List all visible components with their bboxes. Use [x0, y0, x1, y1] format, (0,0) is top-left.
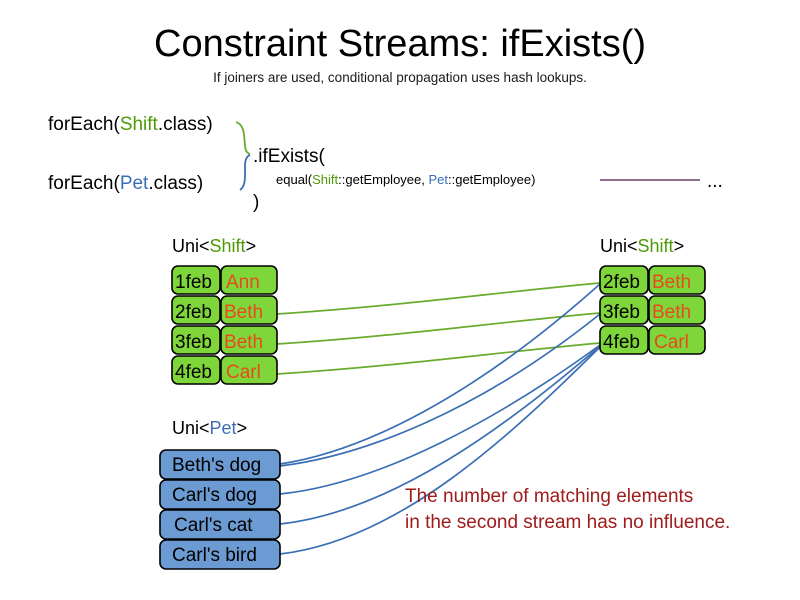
foreach-pet-prefix: forEach( — [48, 173, 120, 194]
left-shift-label-type: Shift — [210, 236, 246, 256]
foreach-pet-line: forEach(Pet.class) — [48, 173, 203, 194]
foreach-shift-prefix: forEach( — [48, 114, 120, 135]
pet-box[interactable] — [159, 539, 281, 570]
pet-label-type: Pet — [210, 418, 237, 438]
note-line-1: The number of matching elements — [405, 486, 693, 507]
row-date-text: 3feb — [175, 332, 212, 353]
note-line-2: in the second stream has no influence. — [405, 512, 730, 533]
link-blue-carlscat-4feb — [279, 345, 601, 525]
brace-green-arm — [235, 121, 251, 155]
joiner-prefix: equal( — [276, 172, 313, 187]
row-date-box[interactable] — [599, 295, 649, 325]
foreach-pet-suffix: .class) — [148, 173, 203, 194]
row-name-box[interactable] — [648, 265, 706, 295]
table-row[interactable]: 1feb Ann — [171, 265, 278, 295]
pet-table: Beth's dog Carl's dog Carl's cat Carl's … — [159, 449, 281, 570]
joiner-ellipsis: ... — [707, 171, 723, 192]
foreach-shift-suffix: .class) — [158, 114, 213, 135]
pet-name-text: Beth's dog — [172, 455, 261, 476]
link-green-4feb — [276, 342, 601, 375]
table-row[interactable]: 3feb Beth — [171, 325, 278, 355]
row-date-text: 4feb — [175, 362, 212, 383]
row-name-text: Ann — [226, 272, 260, 293]
row-date-text: 1feb — [175, 272, 212, 293]
ifexists-method: .ifExists( — [253, 146, 325, 167]
row-name-box[interactable] — [220, 265, 278, 295]
link-blue-carlsdog-4feb — [279, 344, 601, 495]
right-shift-label: Uni<Shift> — [600, 236, 684, 256]
pet-name-text: Carl's cat — [174, 515, 253, 536]
row-name-text: Beth — [224, 302, 263, 323]
link-blue-carlsbird-4feb — [279, 346, 601, 555]
joiner-mid: ::getEmployee, — [338, 172, 428, 187]
pet-label-suffix: > — [237, 418, 248, 438]
note-callout: The number of matching elements in the s… — [405, 486, 730, 533]
pet-label: Uni<Pet> — [172, 418, 247, 438]
foreach-shift-type: Shift — [120, 114, 159, 135]
page-subtitle: If joiners are used, conditional propaga… — [213, 70, 587, 85]
row-date-text: 4feb — [603, 332, 640, 353]
row-name-box[interactable] — [220, 355, 278, 385]
pet-box[interactable] — [159, 449, 281, 480]
foreach-shift-line: forEach(Shift.class) — [48, 114, 213, 135]
joiner-suffix: ::getEmployee) — [448, 172, 535, 187]
row-date-box[interactable] — [599, 325, 649, 355]
link-blue-bethsdog-3feb — [279, 313, 601, 467]
joiner-type-a: Shift — [312, 172, 338, 187]
row-date-box[interactable] — [171, 265, 221, 295]
row-name-text: Beth — [652, 272, 691, 293]
row-date-box[interactable] — [171, 355, 221, 385]
link-blue-bethsdog-2feb — [279, 283, 601, 465]
connector-links — [276, 282, 601, 555]
row-date-box[interactable] — [599, 265, 649, 295]
table-row[interactable]: 2feb Beth — [599, 265, 706, 295]
row-name-box[interactable] — [220, 295, 278, 325]
code-block: forEach(Shift.class) forEach(Pet.class) … — [48, 114, 723, 213]
right-shift-table: 2feb Beth 3feb Beth 4feb Carl — [599, 265, 706, 355]
row-name-text: Carl — [654, 332, 689, 353]
list-item[interactable]: Carl's dog — [159, 479, 281, 510]
row-date-text: 3feb — [603, 302, 640, 323]
left-shift-label: Uni<Shift> — [172, 236, 256, 256]
right-shift-label-type: Shift — [638, 236, 674, 256]
list-item[interactable]: Beth's dog — [159, 449, 281, 480]
page-title: Constraint Streams: ifExists() — [154, 23, 646, 65]
table-row[interactable]: 3feb Beth — [599, 295, 706, 325]
brace-blue-arm — [239, 154, 251, 191]
row-name-box[interactable] — [648, 325, 706, 355]
row-name-text: Beth — [224, 332, 263, 353]
pet-box[interactable] — [159, 509, 281, 540]
pet-name-text: Carl's bird — [172, 545, 257, 566]
row-date-box[interactable] — [171, 295, 221, 325]
row-name-text: Beth — [652, 302, 691, 323]
pet-name-text: Carl's dog — [172, 485, 257, 506]
right-shift-label-prefix: Uni< — [600, 236, 638, 256]
link-green-3feb — [276, 312, 601, 345]
row-name-box[interactable] — [220, 325, 278, 355]
table-row[interactable]: 2feb Beth — [171, 295, 278, 325]
row-date-text: 2feb — [603, 272, 640, 293]
left-shift-label-prefix: Uni< — [172, 236, 210, 256]
pet-box[interactable] — [159, 479, 281, 510]
list-item[interactable]: Carl's bird — [159, 539, 281, 570]
table-row[interactable]: 4feb Carl — [171, 355, 278, 385]
table-row[interactable]: 4feb Carl — [599, 325, 706, 355]
left-shift-table: 1feb Ann 2feb Beth 3feb Beth 4feb Carl — [171, 265, 278, 385]
row-date-box[interactable] — [171, 325, 221, 355]
right-shift-label-suffix: > — [674, 236, 685, 256]
link-green-2feb — [276, 282, 601, 315]
left-shift-label-suffix: > — [246, 236, 257, 256]
joiner-type-b: Pet — [428, 172, 448, 187]
joiner-line: equal(Shift::getEmployee, Pet::getEmploy… — [276, 172, 535, 187]
row-name-box[interactable] — [648, 295, 706, 325]
ifexists-close-paren: ) — [253, 192, 259, 213]
pet-label-prefix: Uni< — [172, 418, 210, 438]
list-item[interactable]: Carl's cat — [159, 509, 281, 540]
foreach-pet-type: Pet — [120, 173, 149, 194]
row-date-text: 2feb — [175, 302, 212, 323]
row-name-text: Carl — [226, 362, 261, 383]
